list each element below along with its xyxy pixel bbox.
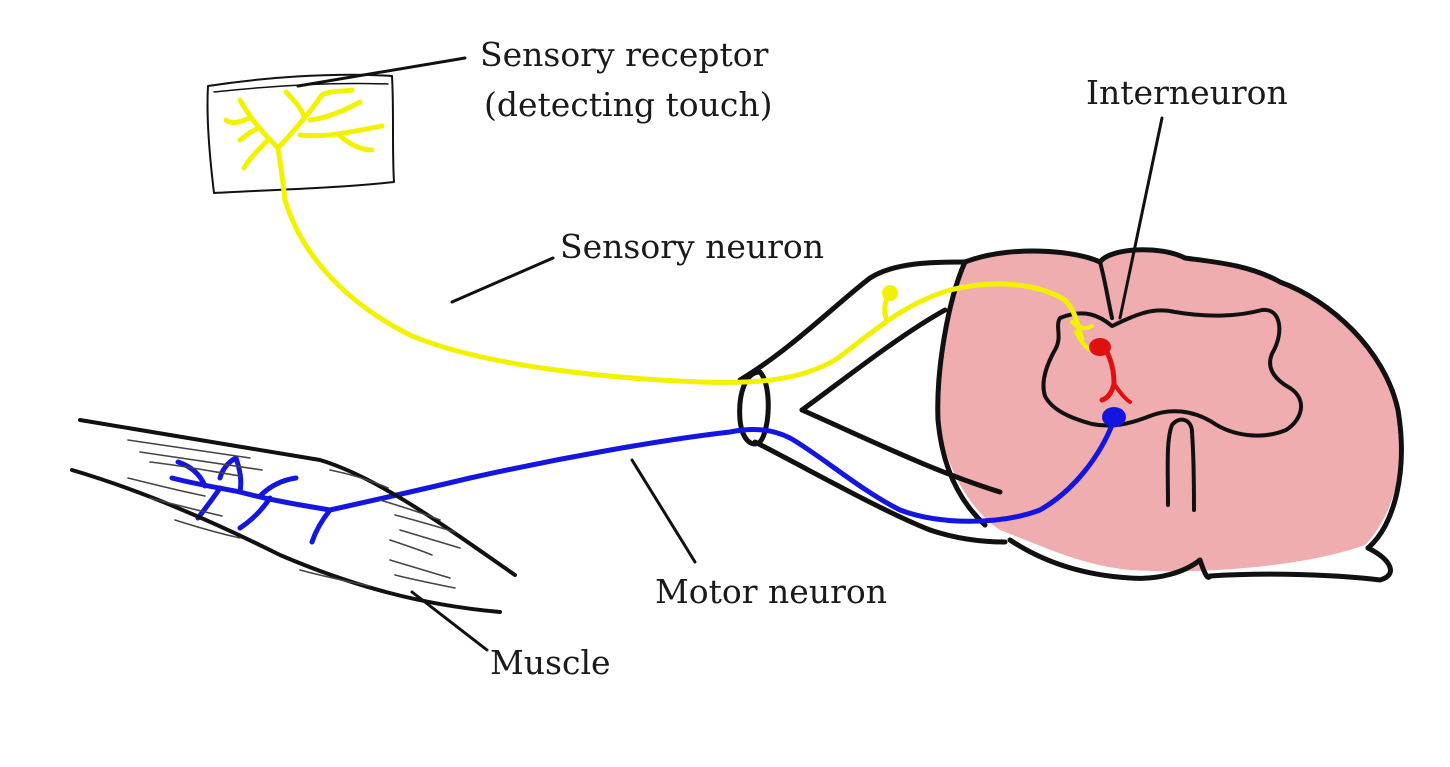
leader-muscle [410,590,489,652]
interneuron [1089,338,1132,404]
label-muscle: Muscle [490,643,611,682]
sensory-neuron [282,197,1094,385]
muscle-outline-bottom [70,468,502,614]
leader-lines [296,56,1164,652]
muscle-fibers [127,439,461,589]
central-butterfly [1041,307,1303,438]
label-sensory-receptor: Sensory receptor [480,35,769,74]
motor-neuron-cell-body [1102,407,1126,427]
sensory-ganglion-cell [882,285,898,301]
spinal-cord-outline [962,247,1404,551]
skin-patch [206,73,395,194]
spinal-cord [935,247,1404,583]
motor-endings [169,455,333,545]
labels: Sensory receptor (detecting touch) Inter… [480,35,1288,682]
leader-sensory-receptor [296,56,467,88]
muscle [70,418,517,614]
leader-sensory-neuron [450,256,555,304]
sensory-receptor [206,73,395,203]
spinal-nerve-cut [737,369,771,447]
label-interneuron: Interneuron [1086,73,1288,112]
label-motor-neuron: Motor neuron [655,572,887,611]
leader-interneuron [1118,116,1164,320]
leader-motor-neuron [630,458,697,564]
receptor-endings [223,87,385,203]
nerve-roots [737,259,1008,545]
ventral-fissure [1165,417,1196,512]
label-sensory-neuron: Sensory neuron [560,227,824,266]
label-detecting-touch: (detecting touch) [484,85,772,124]
